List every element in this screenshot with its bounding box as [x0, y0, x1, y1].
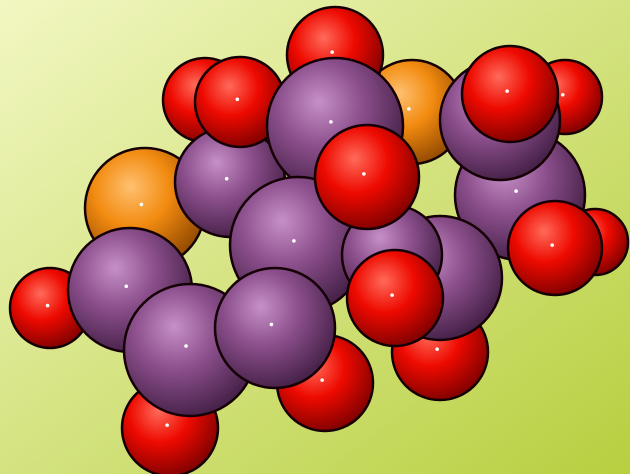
oxygen-atom-highlight [505, 89, 509, 93]
oxygen-atom [506, 199, 604, 297]
carbon-atom-highlight [292, 239, 296, 243]
carbon-atom-highlight [514, 189, 518, 193]
oxygen-atom-highlight [165, 423, 169, 427]
atom-layer [8, 5, 630, 474]
sulfur-atom-highlight [139, 202, 144, 207]
oxygen-atom-highlight [390, 293, 394, 297]
carbon-atom-highlight [124, 284, 129, 289]
carbon-atom-highlight [269, 322, 274, 327]
oxygen-atom-highlight [560, 92, 565, 97]
oxygen-atom-highlight [550, 243, 554, 247]
sulfur-atom-highlight [407, 107, 411, 111]
carbon-atom [213, 266, 337, 390]
oxygen-atom-highlight [330, 50, 334, 54]
oxygen-atom [460, 44, 560, 144]
carbon-atom-highlight [184, 344, 188, 348]
carbon-atom-highlight [224, 176, 229, 181]
oxygen-atom-highlight [435, 347, 439, 351]
oxygen-atom-highlight [235, 97, 240, 102]
oxygen-atom [313, 123, 421, 231]
oxygen-atom-highlight [320, 378, 324, 382]
oxygen-atom [345, 248, 445, 348]
oxygen-atom-highlight [45, 303, 50, 308]
oxygen-atom-highlight [362, 172, 366, 176]
carbon-atom-highlight [329, 120, 333, 124]
